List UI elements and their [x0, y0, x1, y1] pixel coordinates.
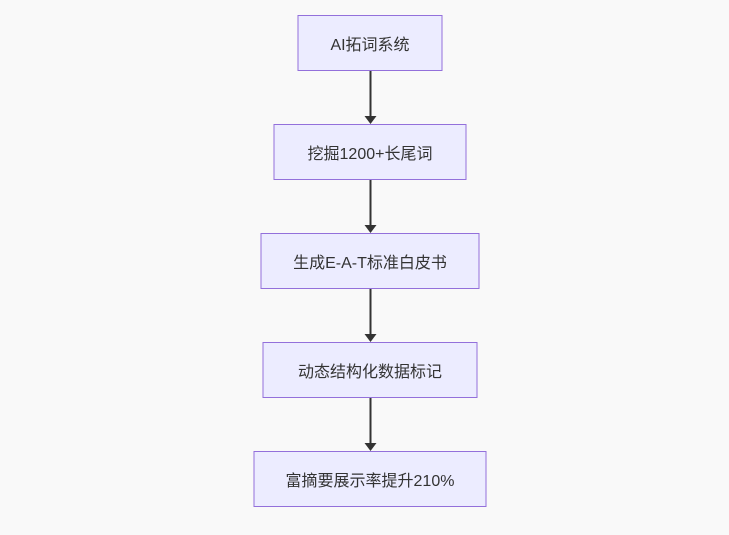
arrow-down-icon — [364, 116, 376, 124]
flow-node-eat-whitepaper: 生成E-A-T标准白皮书 — [260, 233, 480, 289]
flow-edge-4-5 — [364, 398, 376, 451]
flow-edge-1-2 — [364, 71, 376, 124]
arrow-down-icon — [364, 334, 376, 342]
flow-edge-2-3 — [364, 180, 376, 233]
flow-node-ai-keyword-system: AI拓词系统 — [297, 15, 443, 71]
flow-node-label: 富摘要展示率提升210% — [285, 473, 455, 490]
arrow-down-icon — [364, 443, 376, 451]
flow-node-label: 挖掘1200+长尾词 — [307, 146, 433, 163]
arrow-down-icon — [364, 225, 376, 233]
edge-line — [369, 71, 371, 116]
edge-line — [369, 398, 371, 443]
flow-node-label: 生成E-A-T标准白皮书 — [293, 255, 447, 272]
flow-node-longtail-mining: 挖掘1200+长尾词 — [273, 124, 467, 180]
edge-line — [369, 180, 371, 225]
flow-node-rich-snippet-result: 富摘要展示率提升210% — [253, 451, 487, 507]
flow-node-label: AI拓词系统 — [330, 37, 410, 54]
flow-node-label: 动态结构化数据标记 — [297, 364, 442, 381]
flowchart: AI拓词系统 挖掘1200+长尾词 生成E-A-T标准白皮书 动态结构化数据标记 — [253, 15, 487, 507]
flow-node-structured-data-markup: 动态结构化数据标记 — [262, 342, 478, 398]
flow-edge-3-4 — [364, 289, 376, 342]
edge-line — [369, 289, 371, 334]
